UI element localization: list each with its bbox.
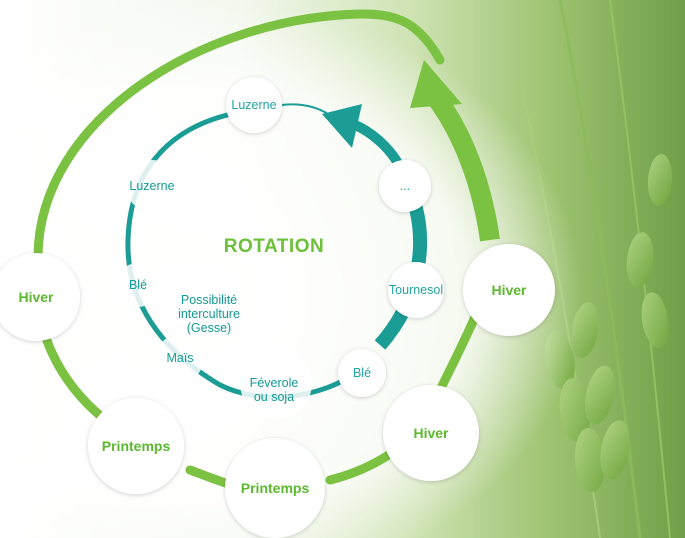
bubble-hiver-bottom <box>383 385 479 481</box>
season-label-printemps-bottom: Printemps <box>240 480 310 496</box>
interculture-line-2: interculture <box>178 307 240 321</box>
inner-arrow-head <box>322 104 362 148</box>
crop-label-luzerne-left: Luzerne <box>129 179 175 193</box>
crop-label-ble-left: Blé <box>128 278 148 292</box>
season-label-hiver-right: Hiver <box>491 282 527 298</box>
feverole-line-1: Féverole <box>249 376 299 390</box>
bubble-hiver-right <box>463 244 555 336</box>
season-label-hiver-left: Hiver <box>18 289 54 305</box>
interculture-line-1: Possibilité <box>180 293 238 307</box>
crop-label-feverole: Féverole ou soja <box>250 376 299 404</box>
outer-arrow-head <box>410 60 462 108</box>
season-label-hiver-bottom: Hiver <box>413 425 449 441</box>
bubble-printemps-bottom <box>225 438 325 538</box>
rotation-title: ROTATION <box>223 236 325 257</box>
crop-label-tournesol: Tournesol <box>388 283 444 297</box>
bubble-ble-bottom <box>338 349 386 397</box>
crop-label-ble-bottom: Blé <box>352 366 372 380</box>
crop-label-interculture: Possibilité interculture (Gesse) <box>178 293 240 335</box>
outer-cycle-arc-top <box>33 9 445 260</box>
crop-label-luzerne-top: Luzerne <box>231 98 277 112</box>
bubble-ellipsis <box>379 160 431 212</box>
bubble-luzerne-top <box>226 77 282 133</box>
bubble-tournesol <box>388 262 444 318</box>
crop-label-mais: Maïs <box>166 351 194 365</box>
feverole-line-2: ou soja <box>253 390 295 404</box>
bubble-hiver-left <box>0 253 80 341</box>
crop-label-ellipsis: ... <box>399 179 411 193</box>
interculture-line-3: (Gesse) <box>186 321 232 335</box>
bubble-printemps-left <box>88 398 184 494</box>
season-label-printemps-left: Printemps <box>101 438 171 454</box>
